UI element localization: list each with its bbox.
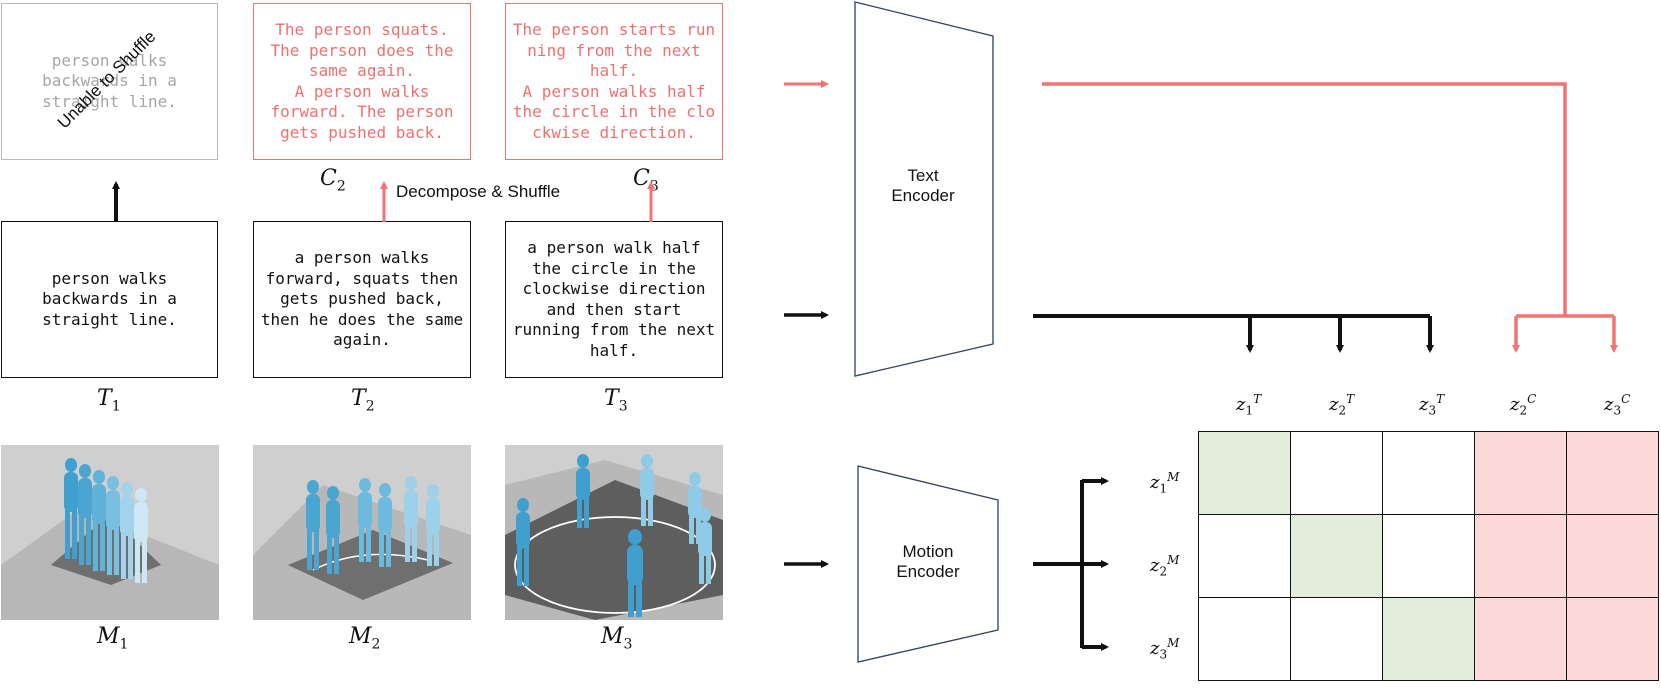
unshuffled-text: person walks backwards in a straight lin… (42, 50, 177, 111)
label-c2: C2 (320, 166, 346, 195)
text-input-t2: a person walks forward, squats then gets… (260, 248, 464, 350)
text-input-box-t2: a person walks forward, squats then gets… (253, 221, 471, 378)
similarity-matrix (1198, 431, 1659, 681)
matrix-cell-r2-c4 (1474, 514, 1567, 598)
column-header-z3t: z3T (1419, 392, 1445, 418)
text-encoder-shape (854, 1, 994, 377)
label-t2: T2 (351, 386, 375, 415)
matrix-cell-r1-c1 (1198, 431, 1291, 515)
row-header-z3m: z3M (1150, 636, 1180, 662)
column-header-z2t: z2T (1329, 392, 1355, 418)
caption-box-c3: The person starts run ning from the next… (505, 3, 723, 160)
matrix-cell-r2-c2 (1290, 514, 1383, 598)
text-input-t3: a person walk half the circle in the clo… (512, 238, 716, 360)
column-header-z1t: z1T (1236, 392, 1262, 418)
matrix-cell-r3-c5 (1566, 597, 1659, 681)
row-header-z2m: z2M (1150, 553, 1180, 579)
label-m3: M3 (601, 624, 633, 653)
matrix-cell-r1-c5 (1566, 431, 1659, 515)
decompose-shuffle-label: Decompose & Shuffle (396, 182, 561, 201)
matrix-cell-r1-c4 (1474, 431, 1567, 515)
motion-thumbnail-m3 (505, 445, 723, 620)
caption-text-c2: The person squats. The person does the s… (270, 20, 454, 142)
motion-thumbnail-m1 (1, 445, 219, 620)
motion-encoder-shape (857, 465, 999, 663)
text-input-box-t3: a person walk half the circle in the clo… (505, 221, 723, 378)
caption-text-c3: The person starts run ning from the next… (512, 20, 716, 142)
unshuffled-text-box: person walks backwards in a straight lin… (1, 3, 218, 160)
matrix-cell-r3-c1 (1198, 597, 1291, 681)
matrix-cell-r1-c3 (1382, 431, 1475, 515)
motion-thumbnail-m2 (253, 445, 471, 620)
matrix-cell-r3-c3 (1382, 597, 1475, 681)
matrix-cell-r1-c2 (1290, 431, 1383, 515)
motion-encoder-label: Motion Encoder (896, 542, 960, 581)
column-header-z3c: z3C (1604, 392, 1631, 418)
label-t3: T3 (604, 386, 628, 415)
caption-feature-route (1042, 82, 1567, 316)
label-m1: M1 (97, 624, 129, 653)
text-encoder-label: Text Encoder (891, 166, 955, 205)
label-m2: M2 (349, 624, 381, 653)
matrix-cell-r3-c2 (1290, 597, 1383, 681)
column-header-z2c: z2C (1510, 392, 1537, 418)
text-input-t1: person walks backwards in a straight lin… (42, 268, 177, 329)
matrix-cell-r2-c5 (1566, 514, 1659, 598)
row-header-z1m: z1M (1150, 470, 1180, 496)
matrix-cell-r3-c4 (1474, 597, 1567, 681)
caption-box-c2: The person squats. The person does the s… (253, 3, 471, 160)
matrix-cell-r2-c1 (1198, 514, 1291, 598)
matrix-cell-r2-c3 (1382, 514, 1475, 598)
label-t1: T1 (97, 386, 121, 415)
text-input-box-t1: person walks backwards in a straight lin… (1, 221, 218, 378)
